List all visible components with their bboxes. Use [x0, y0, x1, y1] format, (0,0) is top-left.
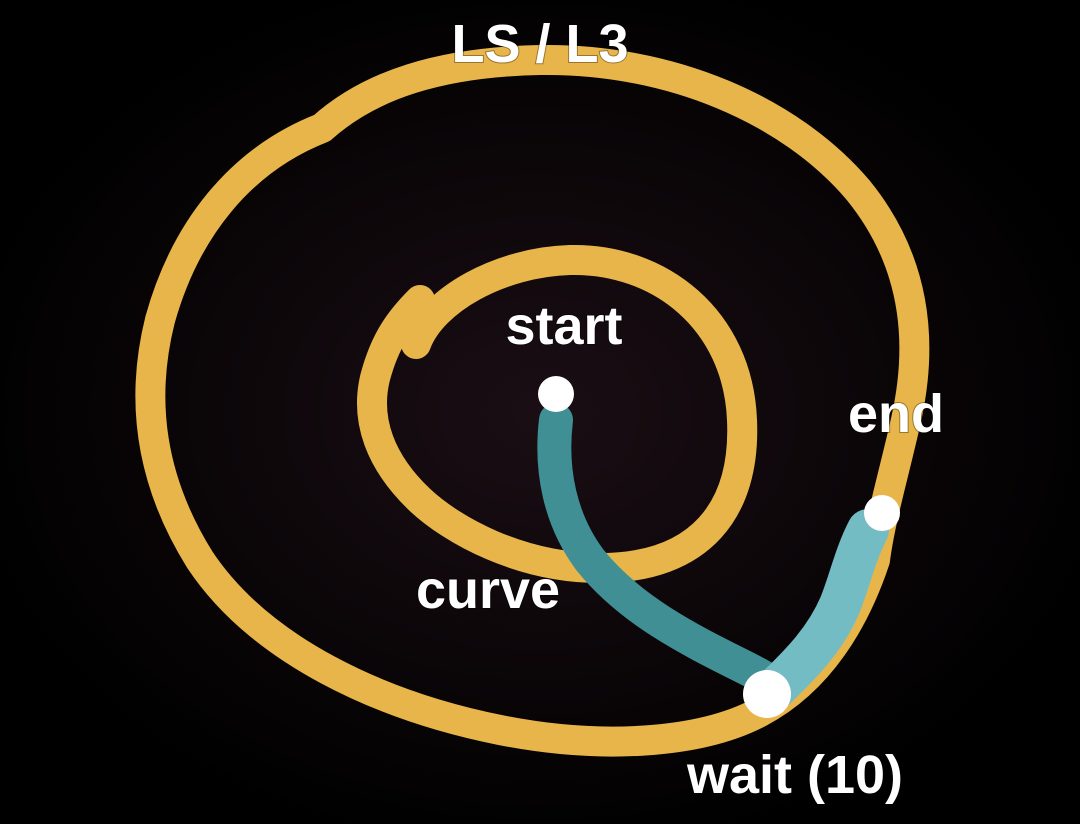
wait-label: wait (10): [686, 745, 903, 805]
end-marker: [864, 495, 900, 531]
curve-path: [537, 403, 795, 707]
diagram-title: LS / L3: [451, 14, 628, 74]
curve-label: curve: [416, 560, 560, 620]
start-marker: [538, 376, 574, 412]
start-label: start: [505, 296, 622, 356]
wait-marker: [743, 670, 791, 718]
end-label: end: [848, 384, 944, 444]
end-path: [753, 509, 889, 711]
